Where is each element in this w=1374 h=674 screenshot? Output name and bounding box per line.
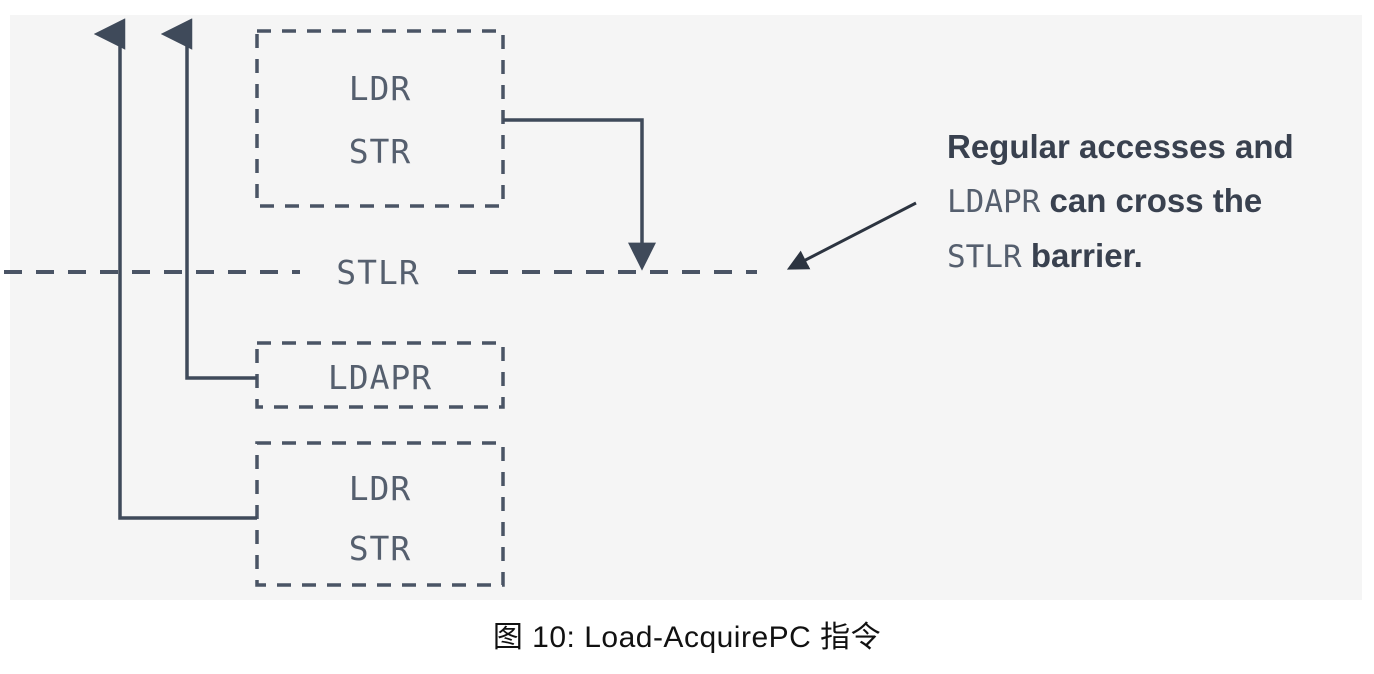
barrier-label: STLR [336,253,419,292]
annotation-line-1-text: Regular accesses and [947,128,1294,165]
box-bottom-line-0: LDR [349,469,412,508]
box-ldapr: LDAPR [255,341,505,409]
diagram-panel [10,15,1362,600]
arrow-bottom-box-up [93,18,257,520]
box-bottom-ldr-str: LDR STR [255,441,505,587]
annotation-line-3-mono: STLR [947,239,1022,275]
box-top-line-1: STR [349,132,412,171]
annotation-line-2-mono: LDAPR [947,184,1041,220]
annotation-block: Regular accesses and LDAPR can cross the… [947,130,1367,294]
figure-caption: 图 10: Load-AcquirePC 指令 [492,621,882,654]
diagram-svg: STLR LDR STR LDAPR LDR STR [4,18,917,587]
annotation-pointer-arrow [786,201,917,270]
box-top-ldr-str: LDR STR [255,29,505,208]
annotation-line-1: Regular accesses and [947,130,1367,163]
annotation-line-3: STLR barrier. [947,239,1367,273]
box-bottom-line-1: STR [349,529,412,568]
annotation-line-3-text: barrier. [1021,237,1143,274]
annotation-line-2: LDAPR can cross the [947,184,1367,218]
annotation-line-2-text: can cross the [1040,182,1263,219]
arrow-top-box-down [503,118,656,271]
box-ldapr-line-0: LDAPR [328,358,432,397]
arrow-ldapr-up [160,18,257,380]
box-top-line-0: LDR [349,69,412,108]
